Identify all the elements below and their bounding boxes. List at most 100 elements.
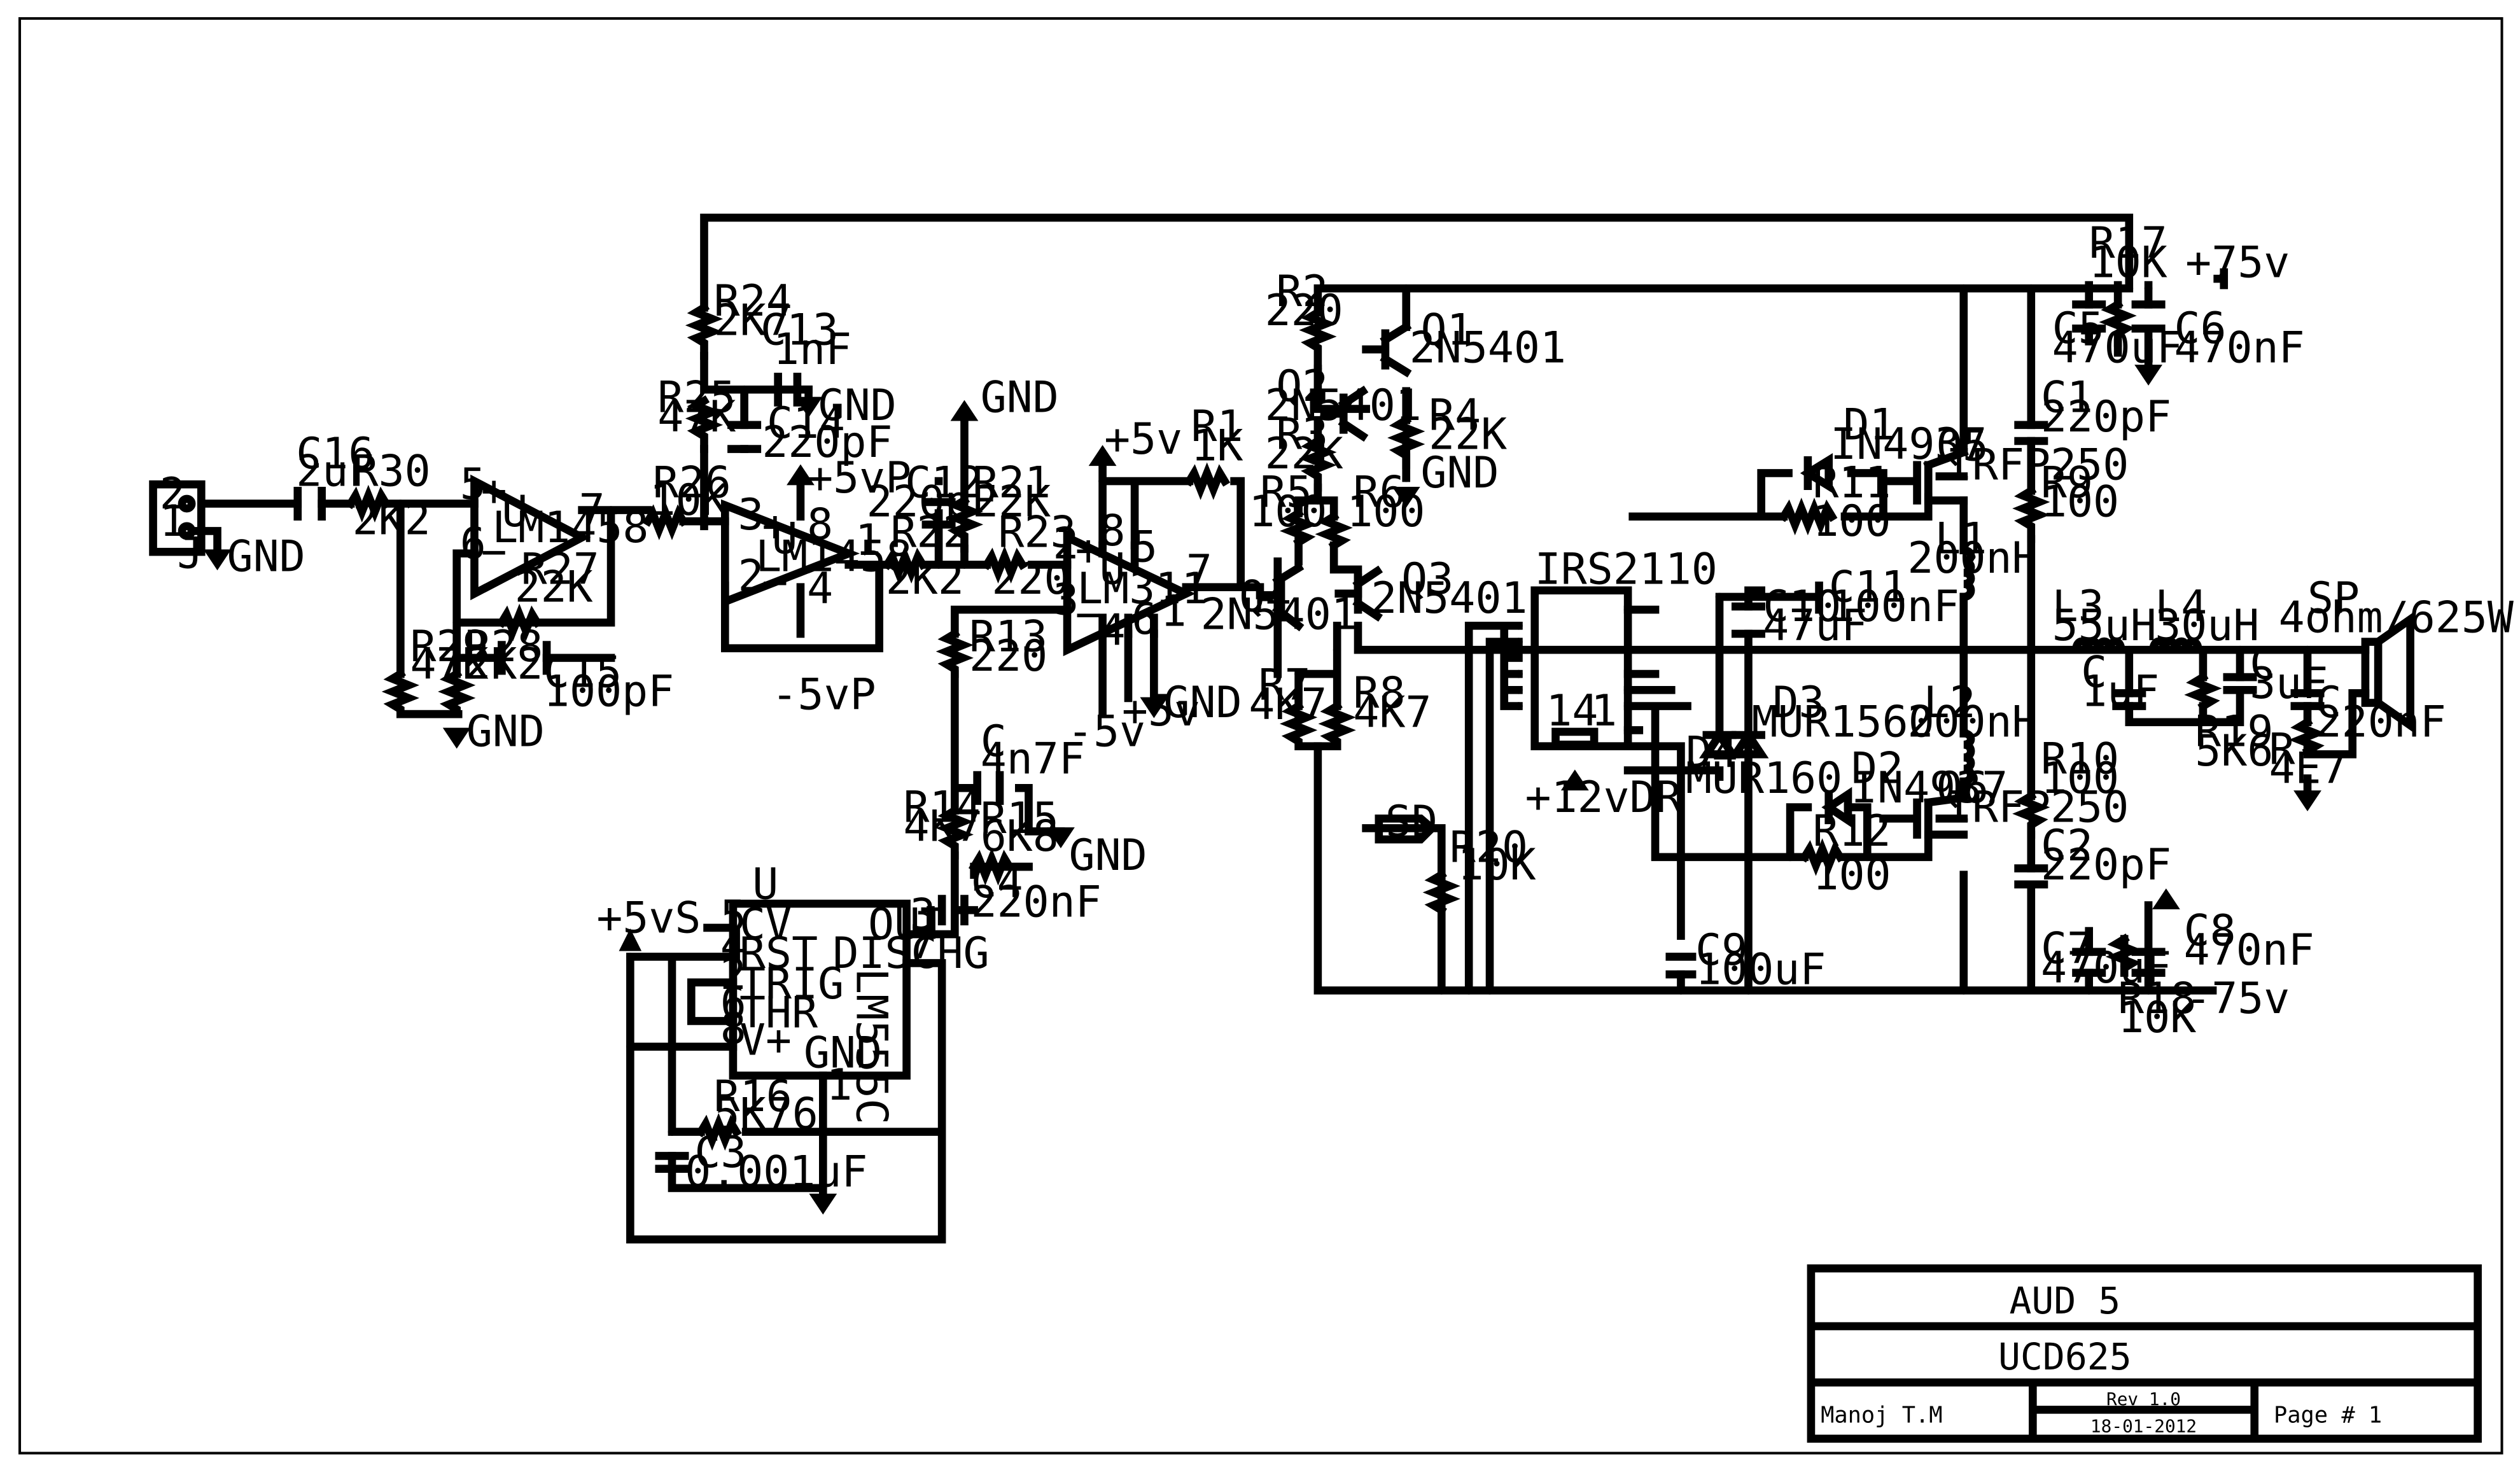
value-c9: 100uF bbox=[1695, 944, 1826, 995]
value-d1: IN4937 bbox=[1830, 419, 1987, 470]
label-gnd-r15: GND bbox=[1069, 830, 1147, 881]
label-gnd-r21: GND bbox=[981, 373, 1059, 423]
label-r20: R20 bbox=[1450, 822, 1528, 872]
label-c11: C11 bbox=[1829, 562, 1907, 612]
label-r17: R17 bbox=[2089, 218, 2167, 269]
value-u1: LM1458 bbox=[492, 503, 648, 553]
speaker-symbol bbox=[2361, 612, 2414, 733]
label-r2: R2 bbox=[1276, 267, 1328, 317]
pin-u4-2: 2 bbox=[720, 949, 746, 1000]
label-minus5: -5v bbox=[1067, 707, 1145, 757]
inductor-symbols bbox=[1959, 546, 2202, 786]
label-q4: Q4 bbox=[1239, 572, 1291, 622]
label-c-220n: C bbox=[2316, 678, 2342, 728]
pin-u4-out: OUT bbox=[868, 900, 946, 950]
label-r4: R4 bbox=[1429, 390, 1481, 440]
value-d4: MUR160 bbox=[1686, 753, 1842, 804]
pin-u3-8: 8 bbox=[1100, 506, 1126, 556]
pin-u3-4: 4 bbox=[1100, 606, 1126, 656]
label-r27: R27 bbox=[521, 545, 599, 595]
value-r4: 22K bbox=[1429, 410, 1507, 460]
pin-u4-dischg: DISCHG bbox=[832, 928, 989, 979]
value-r5: 100 bbox=[1249, 487, 1327, 537]
value-r2: 220 bbox=[1265, 286, 1343, 336]
pin-u4-8: 8 bbox=[720, 1004, 746, 1054]
label-r6: R6 bbox=[1353, 468, 1405, 518]
opamp-symbols bbox=[470, 474, 1196, 657]
title-page: Page # 1 bbox=[2274, 1403, 2382, 1429]
value-c-220n: 220nF bbox=[2316, 697, 2446, 748]
value-u3: LM311 bbox=[1077, 564, 1207, 614]
value-c4: 220nF bbox=[971, 877, 1102, 927]
pin-u3-minus: − bbox=[1075, 589, 1102, 640]
label-c10: C10 bbox=[1763, 582, 1841, 632]
value-r17: 10K bbox=[2089, 237, 2167, 288]
value-c10: 47uF bbox=[1763, 601, 1867, 651]
label-u4: U bbox=[752, 860, 778, 910]
label-l3: L3 bbox=[2052, 582, 2104, 632]
label-c13: C13 bbox=[760, 305, 839, 356]
label-r22: R22 bbox=[890, 508, 969, 558]
label-l2: L2 bbox=[1924, 678, 1976, 728]
value-q3: 2N5401 bbox=[1371, 573, 1527, 624]
label-q6: Q6 bbox=[1936, 763, 1989, 813]
label-c3: C3 bbox=[694, 1128, 746, 1178]
pin-u1-7: 7 bbox=[579, 485, 605, 535]
pin-u4-7: 7 bbox=[910, 919, 936, 969]
value-r12: 100 bbox=[1812, 850, 1891, 900]
label-c-4n7: C bbox=[981, 717, 1007, 767]
labels: 2 1 J GND C16 2uF R30 2K2 5 6 7 + − U LM… bbox=[160, 218, 2514, 1197]
value-r3: 22K bbox=[1265, 429, 1343, 479]
label-q1: Q1 bbox=[1420, 305, 1473, 356]
label-r-4e7: R bbox=[2269, 724, 2295, 774]
pin-u4-5: 5 bbox=[720, 892, 746, 942]
label-q3: Q3 bbox=[1401, 554, 1453, 605]
label-q5: Q5 bbox=[1936, 421, 1989, 471]
label-r29: R29 bbox=[410, 622, 488, 672]
value-c-4n7: 4n7F bbox=[981, 734, 1085, 785]
value-r29: 47K bbox=[410, 640, 488, 690]
value-r11: 100 bbox=[1812, 496, 1891, 547]
label-c4: C4 bbox=[971, 858, 1023, 908]
title-date: 18-01-2012 bbox=[2090, 1416, 2197, 1437]
label-sd: SD bbox=[1385, 797, 1438, 847]
pin-u4-vplus: V+ bbox=[739, 1015, 792, 1065]
pin-u2-4: 4 bbox=[807, 564, 833, 614]
label-l4: L4 bbox=[2155, 582, 2207, 632]
pin-u1-6: 6 bbox=[460, 519, 486, 569]
value-c11: 100nF bbox=[1829, 582, 1959, 632]
label-r16: R16 bbox=[714, 1072, 792, 1122]
value-c13: 1nF bbox=[773, 325, 851, 375]
pin-u3-1: 1 bbox=[1160, 586, 1186, 636]
capacitor-symbols bbox=[293, 300, 2325, 1173]
label-d1: D1 bbox=[1843, 400, 1895, 450]
label-c16: C16 bbox=[296, 429, 374, 479]
label-d2: D2 bbox=[1851, 744, 1903, 794]
connector-j bbox=[149, 480, 221, 558]
value-c15: 100pF bbox=[543, 667, 674, 717]
value-l1: 200nH bbox=[1907, 533, 2038, 584]
label-r5: R5 bbox=[1260, 468, 1312, 518]
label-c5: C5 bbox=[2052, 304, 2104, 354]
pin-u4-6: 6 bbox=[720, 978, 746, 1028]
value-c8: 470nF bbox=[2184, 925, 2314, 976]
label-u2: U bbox=[772, 514, 798, 564]
label-gnd-r28: GND bbox=[466, 707, 545, 757]
value-c14: 220pF bbox=[762, 417, 892, 468]
label-r10: R10 bbox=[2041, 734, 2119, 785]
label-plus5: +5v bbox=[1104, 414, 1182, 465]
pin-u1-plus: + bbox=[481, 466, 507, 516]
label-sp: SP bbox=[2307, 573, 2360, 624]
value-r15: 6K8 bbox=[981, 811, 1059, 862]
pin-u2-3: 3 bbox=[738, 490, 764, 540]
pin-u3-2: 2 bbox=[1053, 519, 1079, 569]
label-plus12dr: +12vDR bbox=[1525, 773, 1683, 823]
label-gnd-r4: GND bbox=[1420, 448, 1499, 498]
label-j-pin1: 1 bbox=[160, 496, 186, 547]
label-q2: Q2 bbox=[1276, 361, 1328, 412]
label-gnd-c13: GND bbox=[818, 381, 897, 431]
label-c6: C6 bbox=[2174, 304, 2226, 354]
value-r30: 2K2 bbox=[353, 494, 431, 545]
value-q4: 2N5401 bbox=[1201, 589, 1357, 640]
